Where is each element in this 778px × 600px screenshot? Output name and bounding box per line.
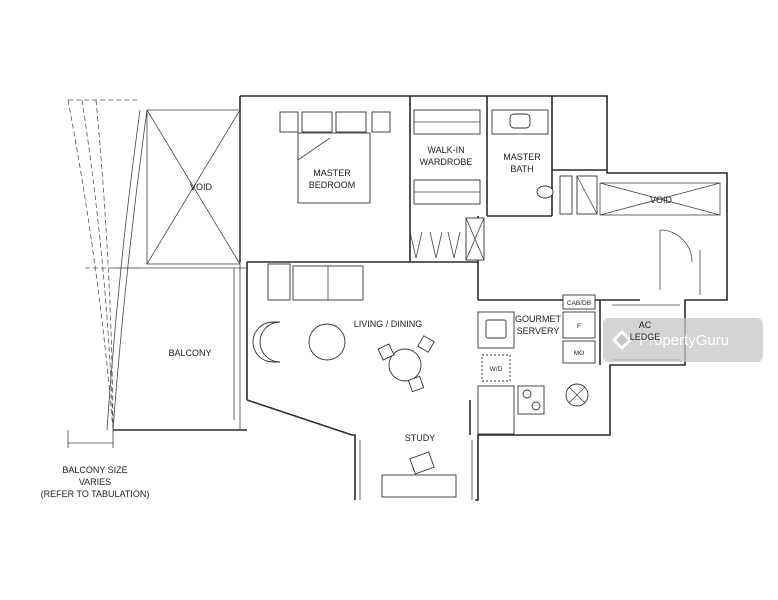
ac-ledge-label-1: AC [639, 320, 652, 330]
watermark-text: PropertyGuru [639, 332, 729, 349]
balcony-note: BALCONY SIZE VARIES (REFER TO TABULATION… [41, 465, 150, 499]
servery-label-1: GOURMET [515, 314, 562, 324]
master-bed [279, 111, 391, 204]
wardrobe-racks [409, 109, 485, 261]
wardrobe-label-2: WARDROBE [420, 157, 473, 167]
right-void [599, 182, 721, 295]
void-left-label: VOID [190, 182, 213, 192]
note-line-3: (REFER TO TABULATION) [41, 489, 150, 499]
void-balcony-zone [67, 99, 247, 448]
ac-ledge-label-2: LEDGE [630, 332, 661, 342]
master-bath-label-2: BATH [510, 164, 533, 174]
study-label: STUDY [405, 433, 436, 443]
bath-fixtures [491, 109, 598, 215]
balcony-label: BALCONY [168, 348, 211, 358]
living-furniture [252, 263, 435, 393]
master-bedroom-label-1: MASTER [313, 168, 351, 178]
kitchen-fixtures [477, 294, 680, 435]
study-furniture [359, 440, 473, 500]
master-bath-label-1: MASTER [503, 152, 541, 162]
servery-label-2: SERVERY [517, 326, 560, 336]
room-labels: VOID MASTER BEDROOM WALK-IN WARDROBE MAS… [168, 145, 672, 443]
master-bedroom-label-2: BEDROOM [309, 180, 356, 190]
fixture-labels: CAB/DB F MO W/D [490, 300, 591, 373]
note-line-1: BALCONY SIZE [62, 465, 127, 475]
fridge-label: F [577, 323, 581, 330]
watermark: PropertyGuru [603, 318, 763, 362]
wardrobe-label-1: WALK-IN [427, 145, 464, 155]
note-line-2: VARIES [79, 477, 111, 487]
washer-dryer-label: W/D [490, 366, 503, 373]
cab-db-label: CAB/DB [567, 300, 591, 307]
living-dining-label: LIVING / DINING [354, 319, 423, 329]
void-right-label: VOID [650, 195, 673, 205]
microwave-label: MO [574, 350, 584, 357]
propertyguru-logo-icon [612, 330, 632, 350]
